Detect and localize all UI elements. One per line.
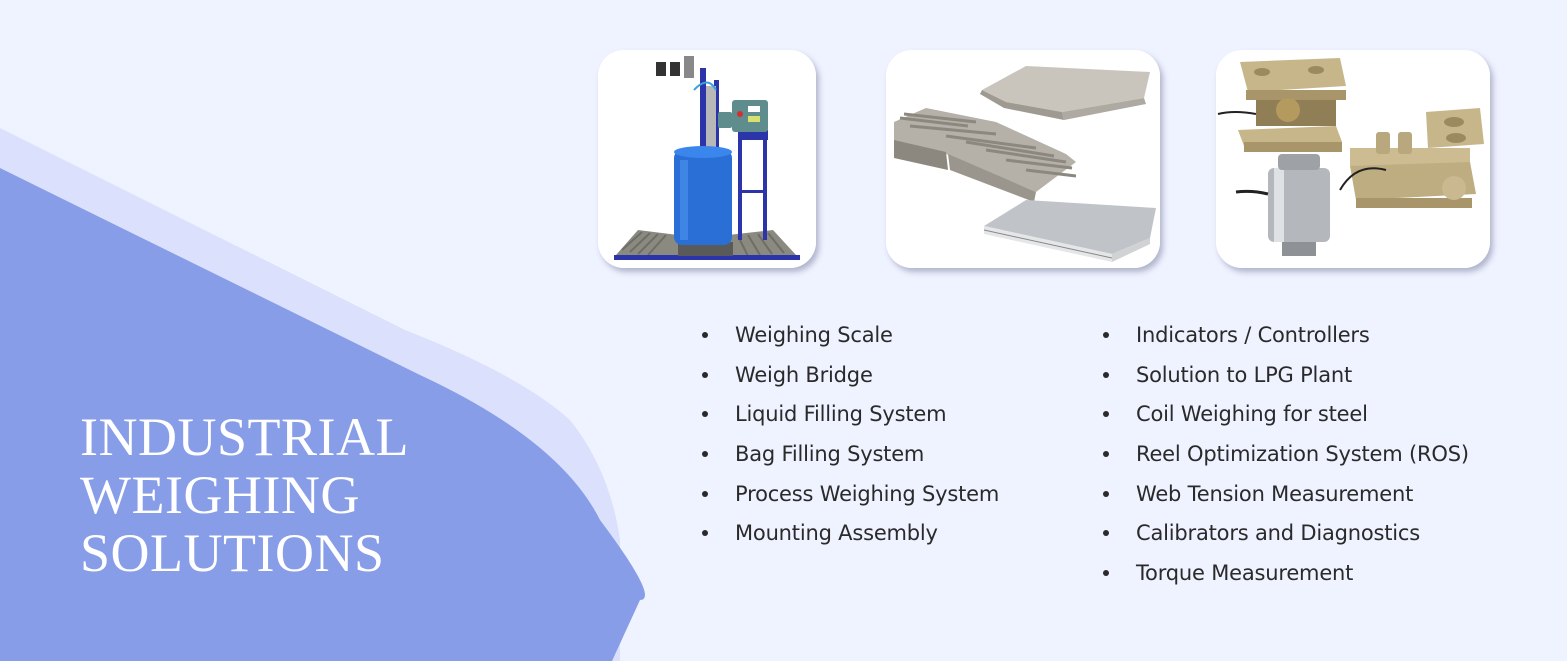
list-item: Solution to LPG Plant xyxy=(1103,360,1469,400)
list-item: Bag Filling System xyxy=(702,439,999,479)
product-card-liquid-filling xyxy=(598,50,816,268)
bullet-icon xyxy=(702,371,708,378)
bullet-icon xyxy=(702,332,708,338)
services-list-left: Weighing Scale Weigh Bridge Liquid Filli… xyxy=(702,320,999,558)
headline-line-2: WEIGHING xyxy=(80,465,360,525)
list-item: Weighing Scale xyxy=(702,320,999,360)
list-item: Web Tension Measurement xyxy=(1103,479,1469,519)
bullet-icon xyxy=(1103,411,1109,418)
main-wave-shape xyxy=(0,168,645,661)
bullet-icon xyxy=(1103,451,1109,458)
bullet-icon xyxy=(702,530,708,537)
list-item: Indicators / Controllers xyxy=(1103,320,1469,360)
list-item: Calibrators and Diagnostics xyxy=(1103,518,1469,558)
services-list-right: Indicators / Controllers Solution to LPG… xyxy=(1103,320,1469,598)
product-card-load-cells xyxy=(1216,50,1490,268)
load-cell-mounts-image xyxy=(1216,50,1490,268)
list-item: Liquid Filling System xyxy=(702,399,999,439)
list-item: Process Weighing System xyxy=(702,479,999,519)
bullet-icon xyxy=(1103,570,1109,577)
list-item: Reel Optimization System (ROS) xyxy=(1103,439,1469,479)
list-item: Torque Measurement xyxy=(1103,558,1469,598)
list-item: Coil Weighing for steel xyxy=(1103,399,1469,439)
product-card-platform-scales xyxy=(886,50,1160,268)
bullet-icon xyxy=(702,411,708,418)
bullet-icon xyxy=(702,490,708,497)
list-item: Mounting Assembly xyxy=(702,518,999,558)
bullet-icon xyxy=(702,451,708,458)
headline: INDUSTRIAL WEIGHING SOLUTIONS xyxy=(80,408,409,582)
headline-line-3: SOLUTIONS xyxy=(80,523,385,583)
platform-scales-image xyxy=(886,50,1160,268)
bullet-icon xyxy=(1103,490,1109,497)
bullet-icon xyxy=(1103,371,1109,378)
list-item: Weigh Bridge xyxy=(702,360,999,400)
bullet-icon xyxy=(1103,530,1109,537)
bullet-icon xyxy=(1103,332,1109,338)
liquid-filling-machine-image xyxy=(598,50,816,268)
headline-line-1: INDUSTRIAL xyxy=(80,407,409,467)
